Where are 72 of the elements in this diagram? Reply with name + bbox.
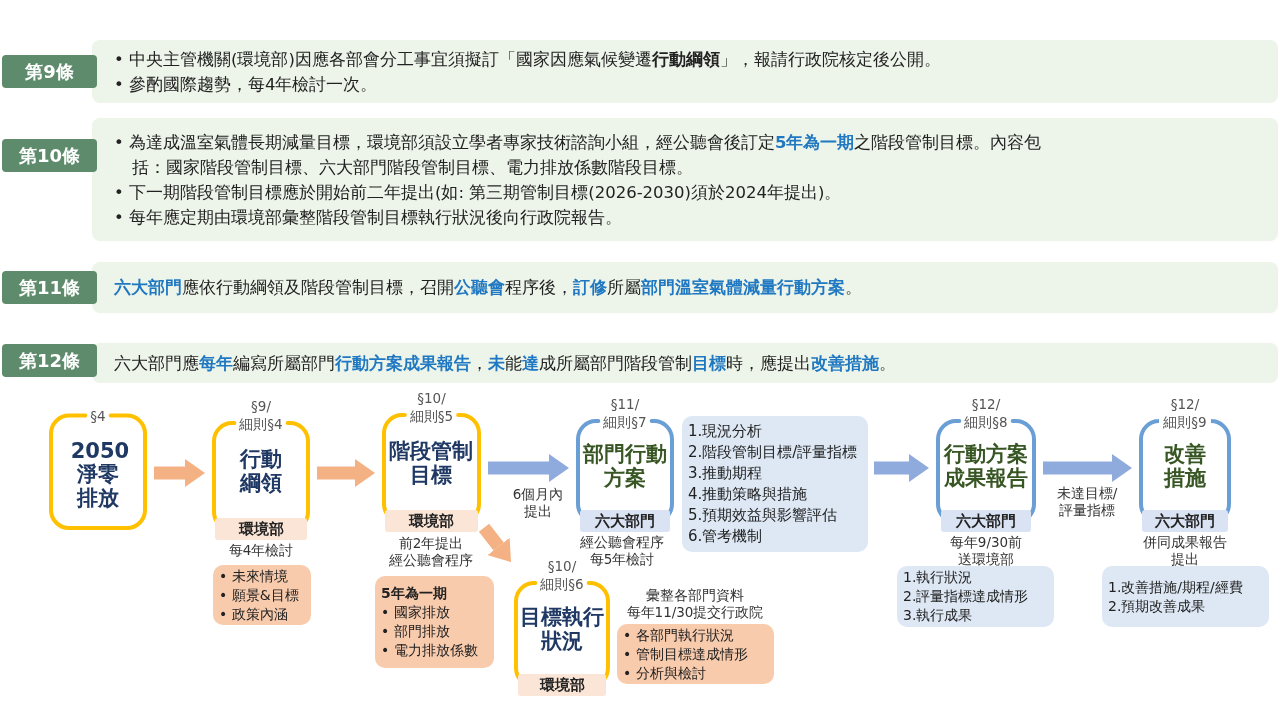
list-item: • 管制目標達成情形: [623, 644, 749, 664]
list-item: • 未來情境: [219, 566, 289, 586]
note-card: [897, 566, 1054, 627]
stage-frame: [48, 408, 148, 532]
list-item: 5.預期效益與影響評估: [688, 505, 839, 526]
note-card: [213, 565, 311, 625]
article-panel: [92, 118, 1278, 241]
article-tag: 第12條: [2, 344, 97, 377]
list-item: • 國家排放: [381, 603, 451, 622]
article-panel: [92, 40, 1278, 103]
annotation-text: 前2年提出 經公聽會程序: [389, 535, 473, 569]
article-panel: [92, 262, 1278, 313]
agency-tab: 環境部: [518, 674, 606, 696]
agency-tab: 六大部門: [941, 510, 1031, 532]
bullet-text: • 為達成溫室氣體長期減量目標，環境部須設立學者專家技術諮詢小組，經公聽會後訂定5年為一期之階段管制目標。內容包括：國家階段管制目標、六大部門階段管制目標、電力排放係數階段目標。: [114, 131, 1043, 179]
list-item: 3.執行成果: [903, 606, 974, 625]
section-reference: §10/ 細則§5: [408, 390, 455, 426]
bullet-text: • 下一期階段管制目標應於開始前二年提出(如: 第三期管制目標(2026-2030)須於2024年提出)。: [114, 181, 843, 204]
stage-title: 2050淨零排放: [70, 439, 126, 511]
stage-title: 階段管制目標: [388, 440, 475, 488]
article-tag: 第9條: [2, 55, 97, 88]
annotation-text: 併同成果報告提出: [1142, 534, 1228, 568]
list-item: 3.推動期程: [688, 463, 764, 484]
list-item: • 願景&目標: [219, 585, 300, 605]
stage-title: 改善措施: [1162, 443, 1207, 491]
bullet-text: 六大部門應依行動綱領及階段管制目標，召開公聽會程序後，訂修所屬部門溫室氣體減量行動方案。: [114, 277, 862, 299]
agency-tab: 六大部門: [580, 510, 670, 532]
list-item: 6.管考機制: [688, 526, 764, 547]
section-reference: §12/ 細則§9: [1162, 396, 1208, 432]
bullet-text: • 參酌國際趨勢，每4年檢討一次。: [114, 73, 379, 96]
agency-tab: 環境部: [215, 518, 307, 540]
stage-frame: [935, 396, 1037, 532]
annotation-text: 每4年檢討: [228, 542, 294, 559]
note-card: [1102, 566, 1269, 627]
section-reference: §11/ 細則§7: [602, 396, 648, 432]
list-item: 4.推動策略與措施: [688, 484, 809, 505]
list-item: 2.階段管制目標/評量指標: [688, 442, 859, 463]
stage-frame: [575, 396, 675, 532]
bullet-text: • 中央主管機關(環境部)因應各部會分工事宜須擬訂「國家因應氣候變遷行動綱領」，報請行政院核定後公開。: [114, 48, 941, 71]
bullet-text: 六大部門應每年編寫所屬部門行動方案成果報告，未能達成所屬部門階段管制目標時，應提出改善措施。: [114, 352, 896, 375]
list-item: • 各部門執行狀況: [623, 625, 735, 645]
list-item: 1.執行狀況: [903, 568, 974, 587]
article-tag: 第11條: [2, 271, 97, 304]
section-reference: §12/ 細則§8: [963, 396, 1009, 432]
list-item: • 政策內涵: [219, 604, 289, 624]
list-item: 2.預期改善成果: [1108, 596, 1207, 616]
article-tag: 第10條: [2, 139, 97, 172]
section-reference: §4: [89, 408, 107, 426]
annotation-text: 彙整各部門資料 每年11/30提交行政院: [626, 587, 764, 621]
agency-tab: 環境部: [385, 510, 478, 532]
article-panel: [92, 343, 1278, 383]
list-item: • 電力排放係數: [381, 641, 479, 660]
list-item: 1.改善措施/期程/經費: [1108, 577, 1244, 597]
stage-frame: [211, 398, 311, 540]
stage-title: 行動綱領: [238, 448, 283, 496]
stage-title: 行動方案成果報告: [942, 443, 1029, 491]
list-item: 1.現況分析: [688, 421, 764, 442]
note-card: [617, 624, 774, 684]
note-card: [682, 416, 868, 552]
agency-tab: 六大部門: [1142, 510, 1228, 532]
note-card: [375, 576, 494, 668]
stage-frame: [381, 390, 482, 532]
stage-title: 目標執行狀況: [519, 606, 605, 654]
list-item: 2.評量指標達成情形: [903, 587, 1030, 606]
section-reference: §9/ 細則§4: [238, 398, 284, 434]
list-item: • 部門排放: [381, 622, 451, 641]
list-item: • 分析與檢討: [623, 663, 707, 683]
stage-title: 部門行動方案: [581, 443, 668, 491]
annotation-text: 每年9/30前送環境部: [948, 534, 1024, 568]
bullet-text: • 每年應定期由環境部彙整階段管制目標執行狀況後向行政院報告。: [114, 206, 623, 229]
card-heading: 5年為一期: [381, 584, 448, 603]
stage-frame: [1138, 396, 1232, 532]
